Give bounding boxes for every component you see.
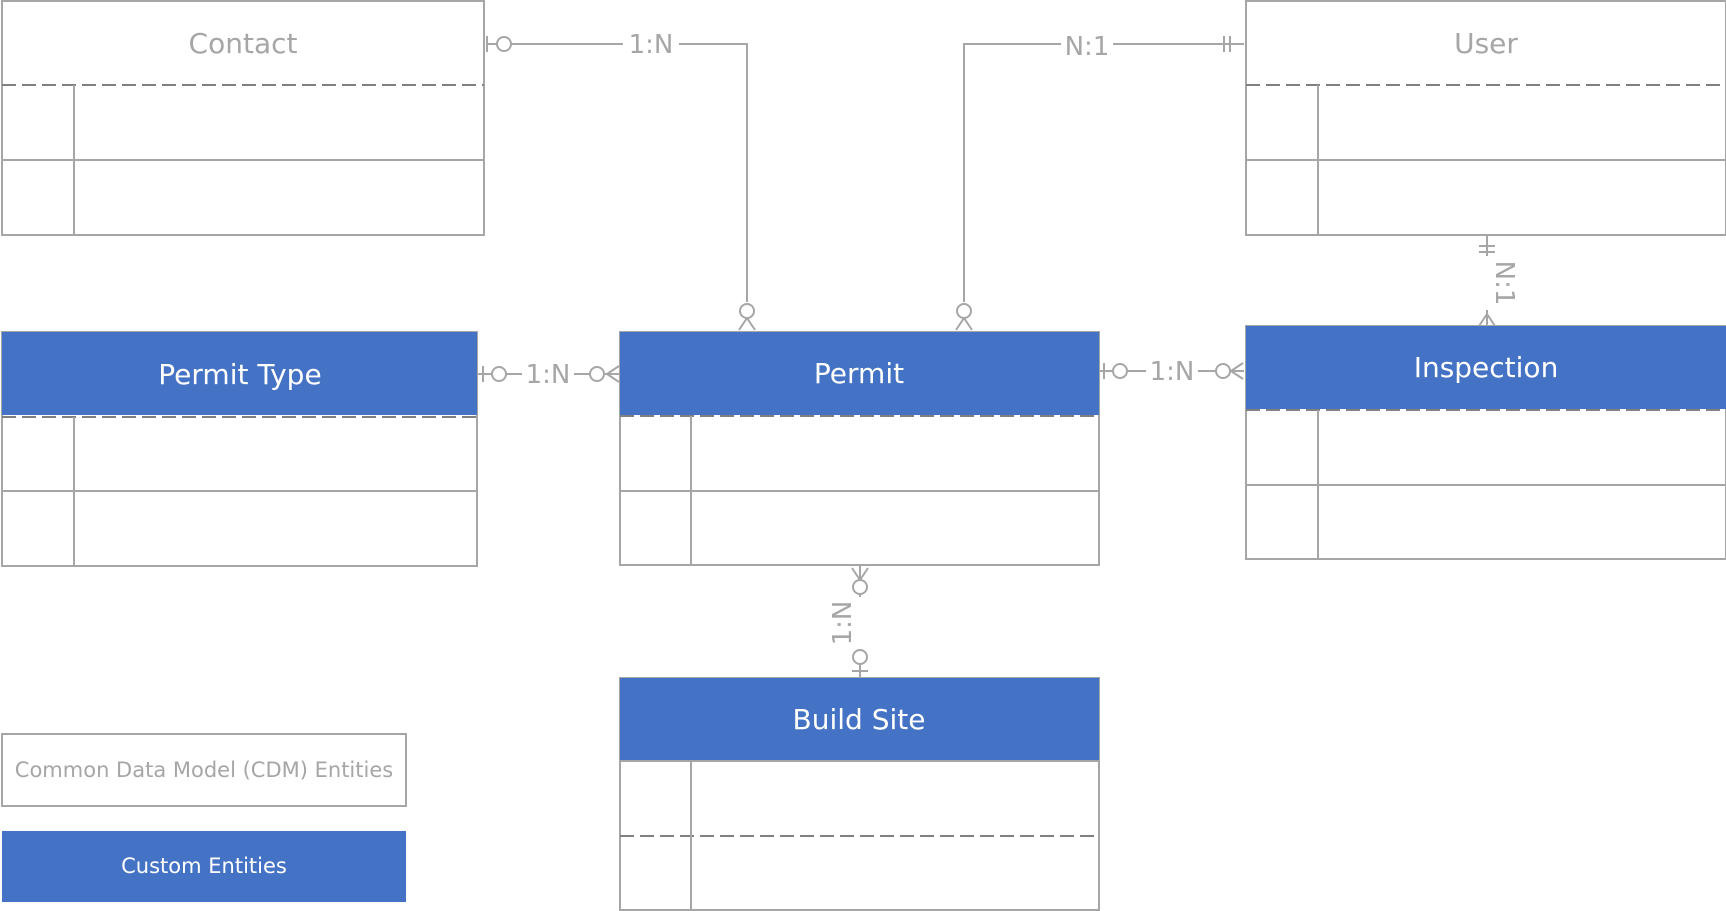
connector-user-permit: N:1 (955, 30, 1244, 331)
entity-permit-type[interactable]: Permit Type (1, 331, 478, 567)
connector-contact-permit: 1:N (486, 28, 756, 331)
relationship-label-permit-buildsite: 1:N (828, 601, 858, 646)
legend-item-cdm: Common Data Model (CDM) Entities (1, 733, 407, 807)
relationship-label-user-inspection: N:1 (1489, 261, 1519, 306)
legend-label-cdm: Common Data Model (CDM) Entities (15, 758, 393, 782)
entity-title-inspection: Inspection (1414, 351, 1559, 384)
entity-title-permit-type: Permit Type (158, 358, 321, 391)
connector-permit-buildsite: 1:N (828, 566, 875, 678)
legend-label-custom: Custom Entities (121, 854, 287, 878)
relationship-label-contact-permit: 1:N (629, 30, 674, 60)
relationship-label-permittype-permit: 1:N (526, 360, 571, 390)
connector-permittype-permit: 1:N (478, 358, 620, 390)
connector-user-inspection: N:1 (1472, 236, 1519, 327)
legend: Common Data Model (CDM) Entities Custom … (1, 733, 407, 902)
legend-item-custom: Custom Entities (2, 831, 406, 902)
entity-title-contact: Contact (189, 27, 298, 60)
entity-permit[interactable]: Permit (619, 331, 1100, 566)
relationship-label-permit-inspection: 1:N (1150, 357, 1195, 387)
legend-swatch-cdm (1, 733, 407, 807)
entity-title-user: User (1454, 27, 1518, 60)
relationship-label-user-permit: N:1 (1065, 32, 1110, 62)
entity-title-permit: Permit (814, 357, 904, 390)
entity-contact[interactable]: Contact (1, 0, 485, 236)
entity-build-site[interactable]: Build Site (619, 677, 1100, 911)
legend-swatch-custom (2, 831, 406, 902)
entity-inspection[interactable]: Inspection (1245, 325, 1726, 560)
connector-permit-inspection: 1:N (1099, 355, 1244, 387)
entity-user[interactable]: User (1245, 0, 1726, 236)
entity-title-build-site: Build Site (793, 703, 926, 736)
